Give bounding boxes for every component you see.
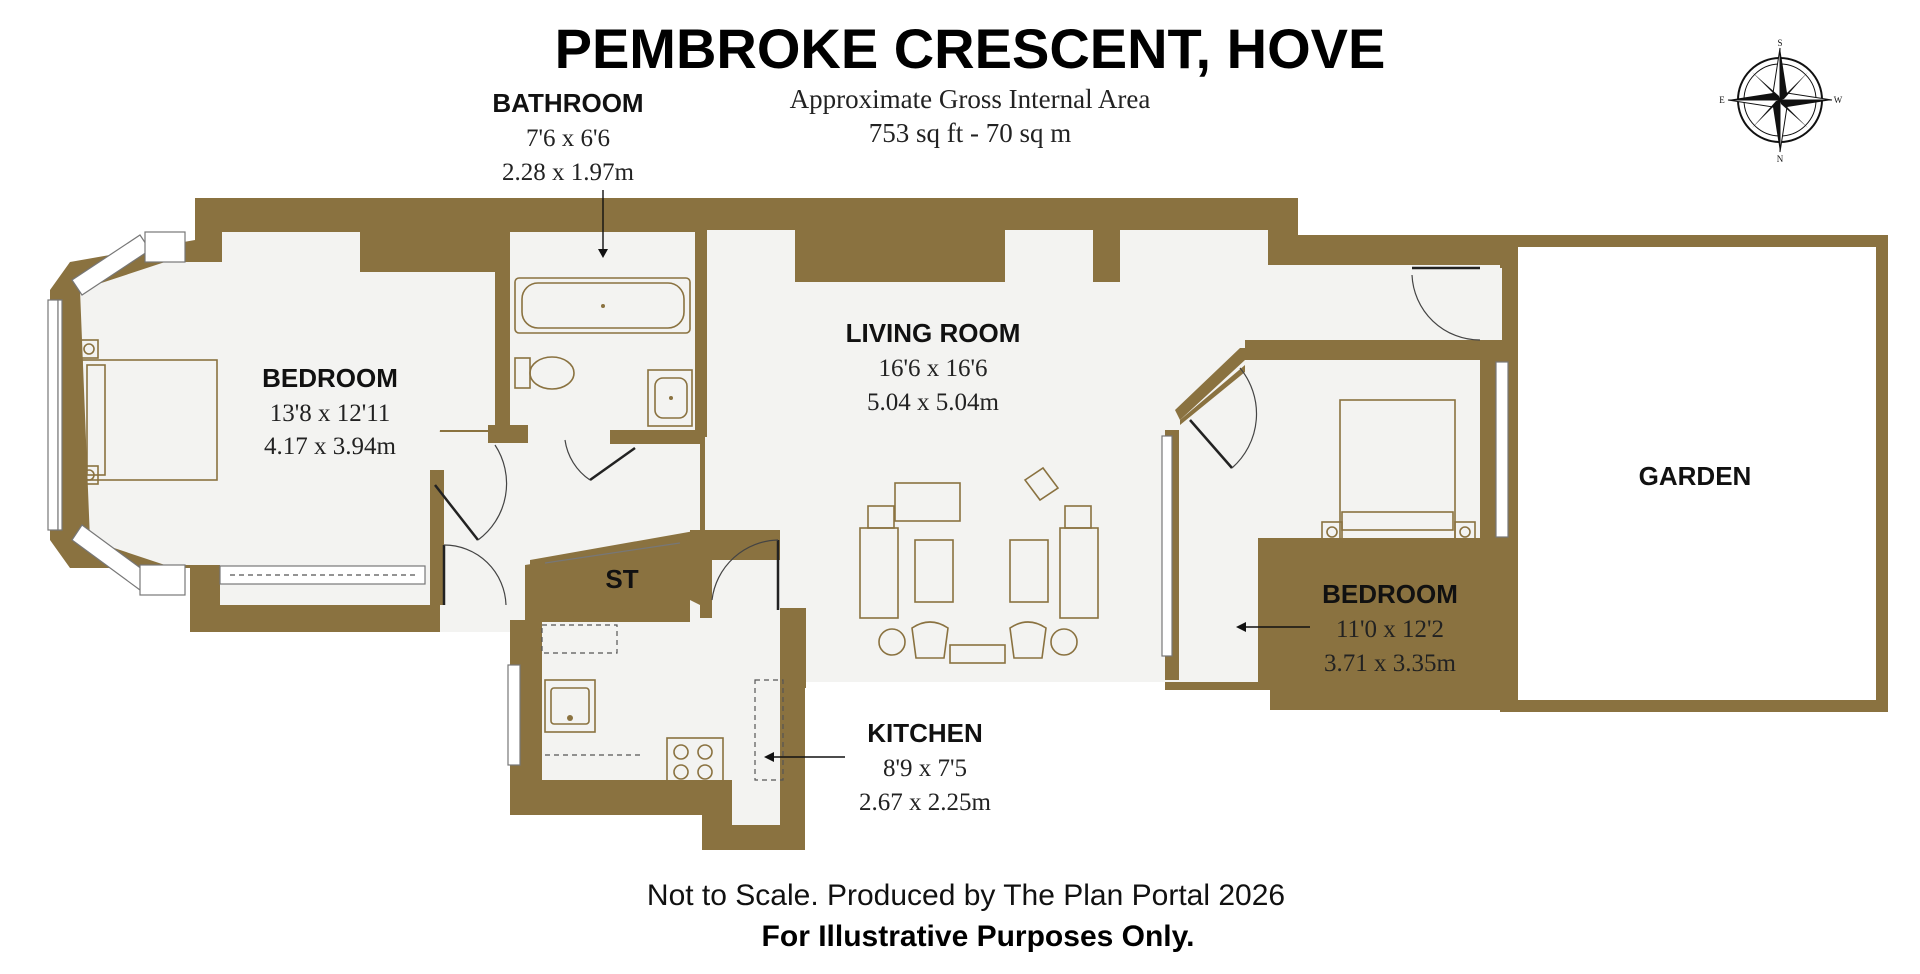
- compass-rose-icon: S N E W: [1719, 38, 1843, 164]
- bedroom-1-imperial: 13'8 x 12'11: [270, 400, 391, 427]
- bedroom-1-metric: 4.17 x 3.94m: [264, 433, 397, 460]
- bathroom-metric: 2.28 x 1.97m: [502, 159, 635, 186]
- living-room-floor: [705, 230, 1500, 682]
- living-room-imperial: 16'6 x 16'6: [878, 355, 987, 382]
- area-label: Approximate Gross Internal Area: [790, 84, 1151, 114]
- bedroom-2-floor: [1180, 360, 1480, 682]
- basin-icon: [647, 369, 693, 427]
- compass-label-e: E: [1719, 95, 1725, 105]
- bathroom-imperial: 7'6 x 6'6: [526, 125, 610, 152]
- floors: [80, 230, 1502, 825]
- kitchen-fixtures: [541, 624, 784, 786]
- label-garden: GARDEN: [1639, 461, 1752, 491]
- label-living-room: LIVING ROOM 16'6 x 16'6 5.04 x 5.04m: [846, 318, 1021, 416]
- bathtub-icon: [514, 277, 691, 334]
- compass-label-n: N: [1777, 154, 1784, 164]
- living-room-metric: 5.04 x 5.04m: [867, 389, 1000, 416]
- label-bathroom: BATHROOM 7'6 x 6'6 2.28 x 1.97m: [492, 88, 644, 258]
- living-room-name: LIVING ROOM: [846, 318, 1021, 348]
- garden-name: GARDEN: [1639, 461, 1752, 491]
- bedroom-1-name: BEDROOM: [262, 363, 398, 393]
- store-name: ST: [605, 564, 638, 594]
- compass-label-w: W: [1834, 95, 1843, 105]
- kitchen-metric: 2.67 x 2.25m: [859, 789, 992, 816]
- doors: [434, 266, 1481, 610]
- footer-credit: Not to Scale. Produced by The Plan Porta…: [647, 879, 1285, 912]
- bed-1-icon: [79, 339, 218, 485]
- bedroom-2-imperial: 11'0 x 12'2: [1336, 616, 1444, 643]
- bedroom-1-floor: [80, 232, 495, 605]
- bathroom-name: BATHROOM: [492, 88, 643, 118]
- living-furniture: [859, 466, 1099, 664]
- kitchen-floor: [540, 560, 780, 825]
- label-bedroom-1: BEDROOM 13'8 x 12'11 4.17 x 3.94m: [262, 363, 398, 460]
- kitchen-name: KITCHEN: [867, 718, 983, 748]
- area-value: 753 sq ft - 70 sq m: [869, 118, 1072, 148]
- bedroom-2-name: BEDROOM: [1322, 579, 1458, 609]
- toilet-icon: [514, 356, 575, 390]
- bathroom-floor: [510, 232, 695, 432]
- label-bedroom-2: BEDROOM 11'0 x 12'2 3.71 x 3.35m: [1236, 579, 1458, 677]
- compass-label-s: S: [1777, 38, 1782, 48]
- bedroom-2-metric: 3.71 x 3.35m: [1324, 650, 1457, 677]
- label-kitchen: KITCHEN 8'9 x 7'5 2.67 x 2.25m: [764, 718, 992, 816]
- sofa-icon: [894, 482, 961, 522]
- hob-icon: [666, 737, 724, 786]
- inner-walls: [360, 222, 1502, 785]
- windows: [47, 231, 1509, 766]
- kitchen-imperial: 8'9 x 7'5: [883, 755, 967, 782]
- label-store: ST: [605, 564, 638, 594]
- bed-2-icon: [1321, 399, 1476, 543]
- page-title: PEMBROKE CRESCENT, HOVE: [555, 17, 1386, 80]
- footer-disclaimer: For Illustrative Purposes Only.: [762, 920, 1195, 953]
